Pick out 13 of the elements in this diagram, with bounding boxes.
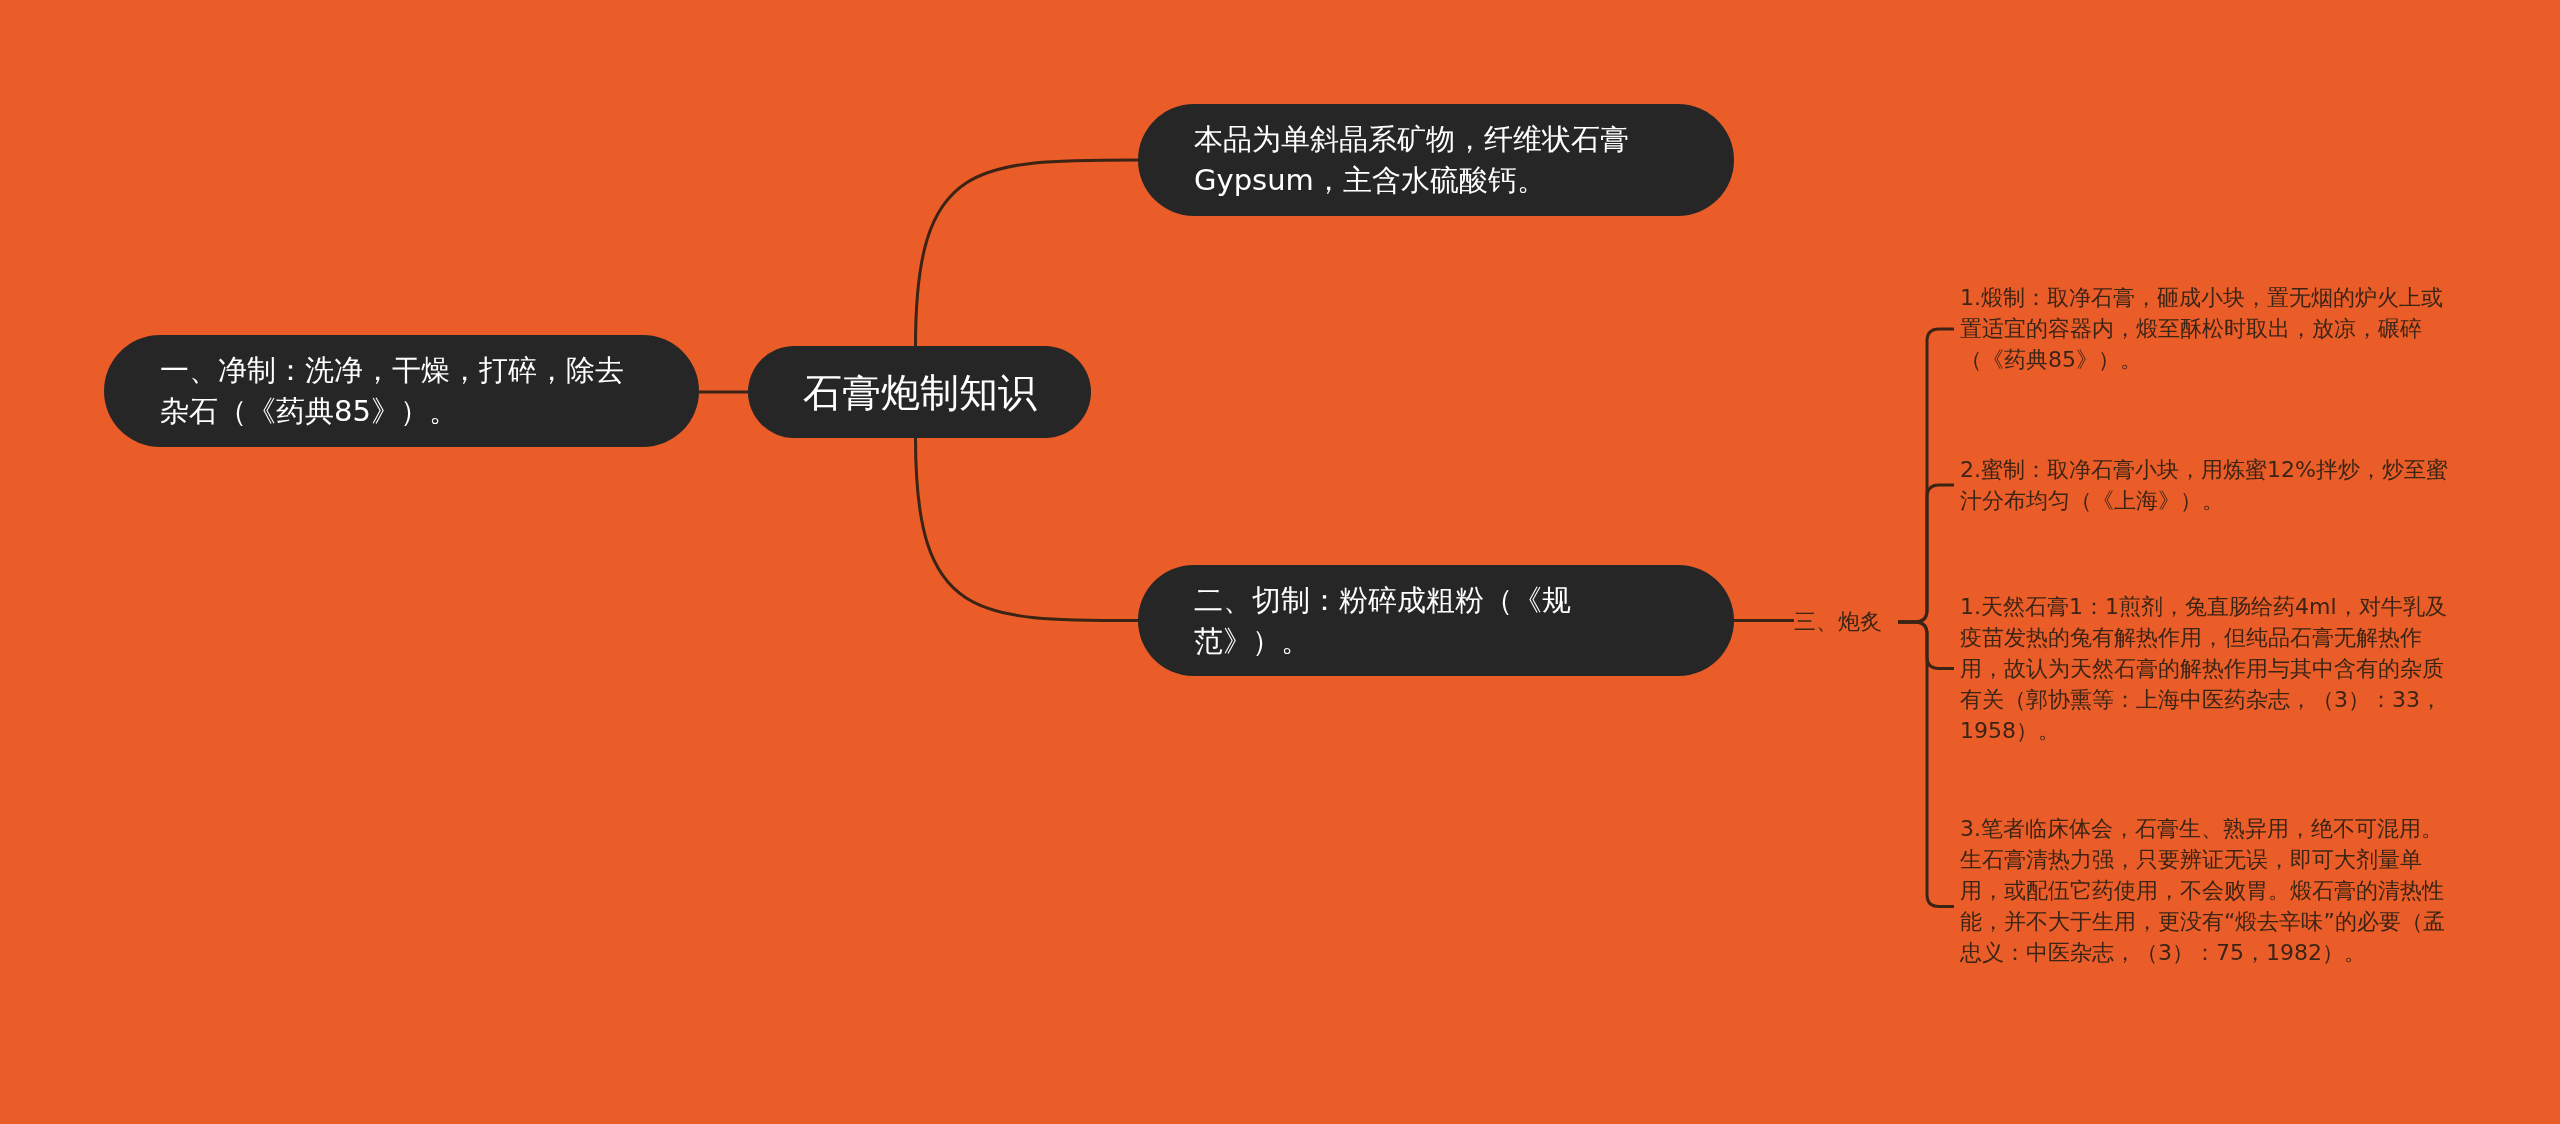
branch-box: 一、净制：洗净，干燥，打碎，除去杂石（《药典85》）。	[104, 335, 699, 447]
branch-box: 二、切制：粉碎成粗粉（《规范》）。	[1138, 565, 1734, 676]
branch-box: 本品为单斜晶系矿物，纤维状石膏Gypsum，主含水硫酸钙。	[1138, 104, 1734, 216]
connector-line	[1734, 619, 1794, 622]
note-text: 3.笔者临床体会，石膏生、熟异用，绝不可混用。生石膏清热力强，只要辨证无误，即可大剂量单用，或配伍它药使用，不会败胃。煅石膏的清热性能，并不大于生用，更没有“煅去辛味”的必要（孟忠义：中医杂志，（3）：75，1982）。	[1960, 813, 2450, 968]
note-text: 2.蜜制：取净石膏小块，用炼蜜12%拌炒，炒至蜜汁分布均匀（《上海》）。	[1960, 454, 2450, 516]
connector-line	[914, 158, 1138, 347]
connector-line	[699, 390, 748, 394]
topic-box: 石膏炮制知识	[748, 346, 1091, 438]
note-text: 1.天然石膏1：1煎剂，兔直肠给药4ml，对牛乳及疫苗发热的兔有解热作用，但纯品石膏无解热作用，故认为天然石膏的解热作用与其中含有的杂质有关（郭协熏等：上海中医药杂志，（3）：33，1958）。	[1960, 591, 2450, 746]
connector-line	[914, 437, 1138, 622]
note-text: 1.煅制：取净石膏，砸成小块，置无烟的炉火上或置适宜的容器内，煅至酥松时取出，放凉，碾碎（《药典85》）。	[1960, 282, 2450, 375]
branch-label: 三、炮炙	[1794, 606, 1894, 637]
